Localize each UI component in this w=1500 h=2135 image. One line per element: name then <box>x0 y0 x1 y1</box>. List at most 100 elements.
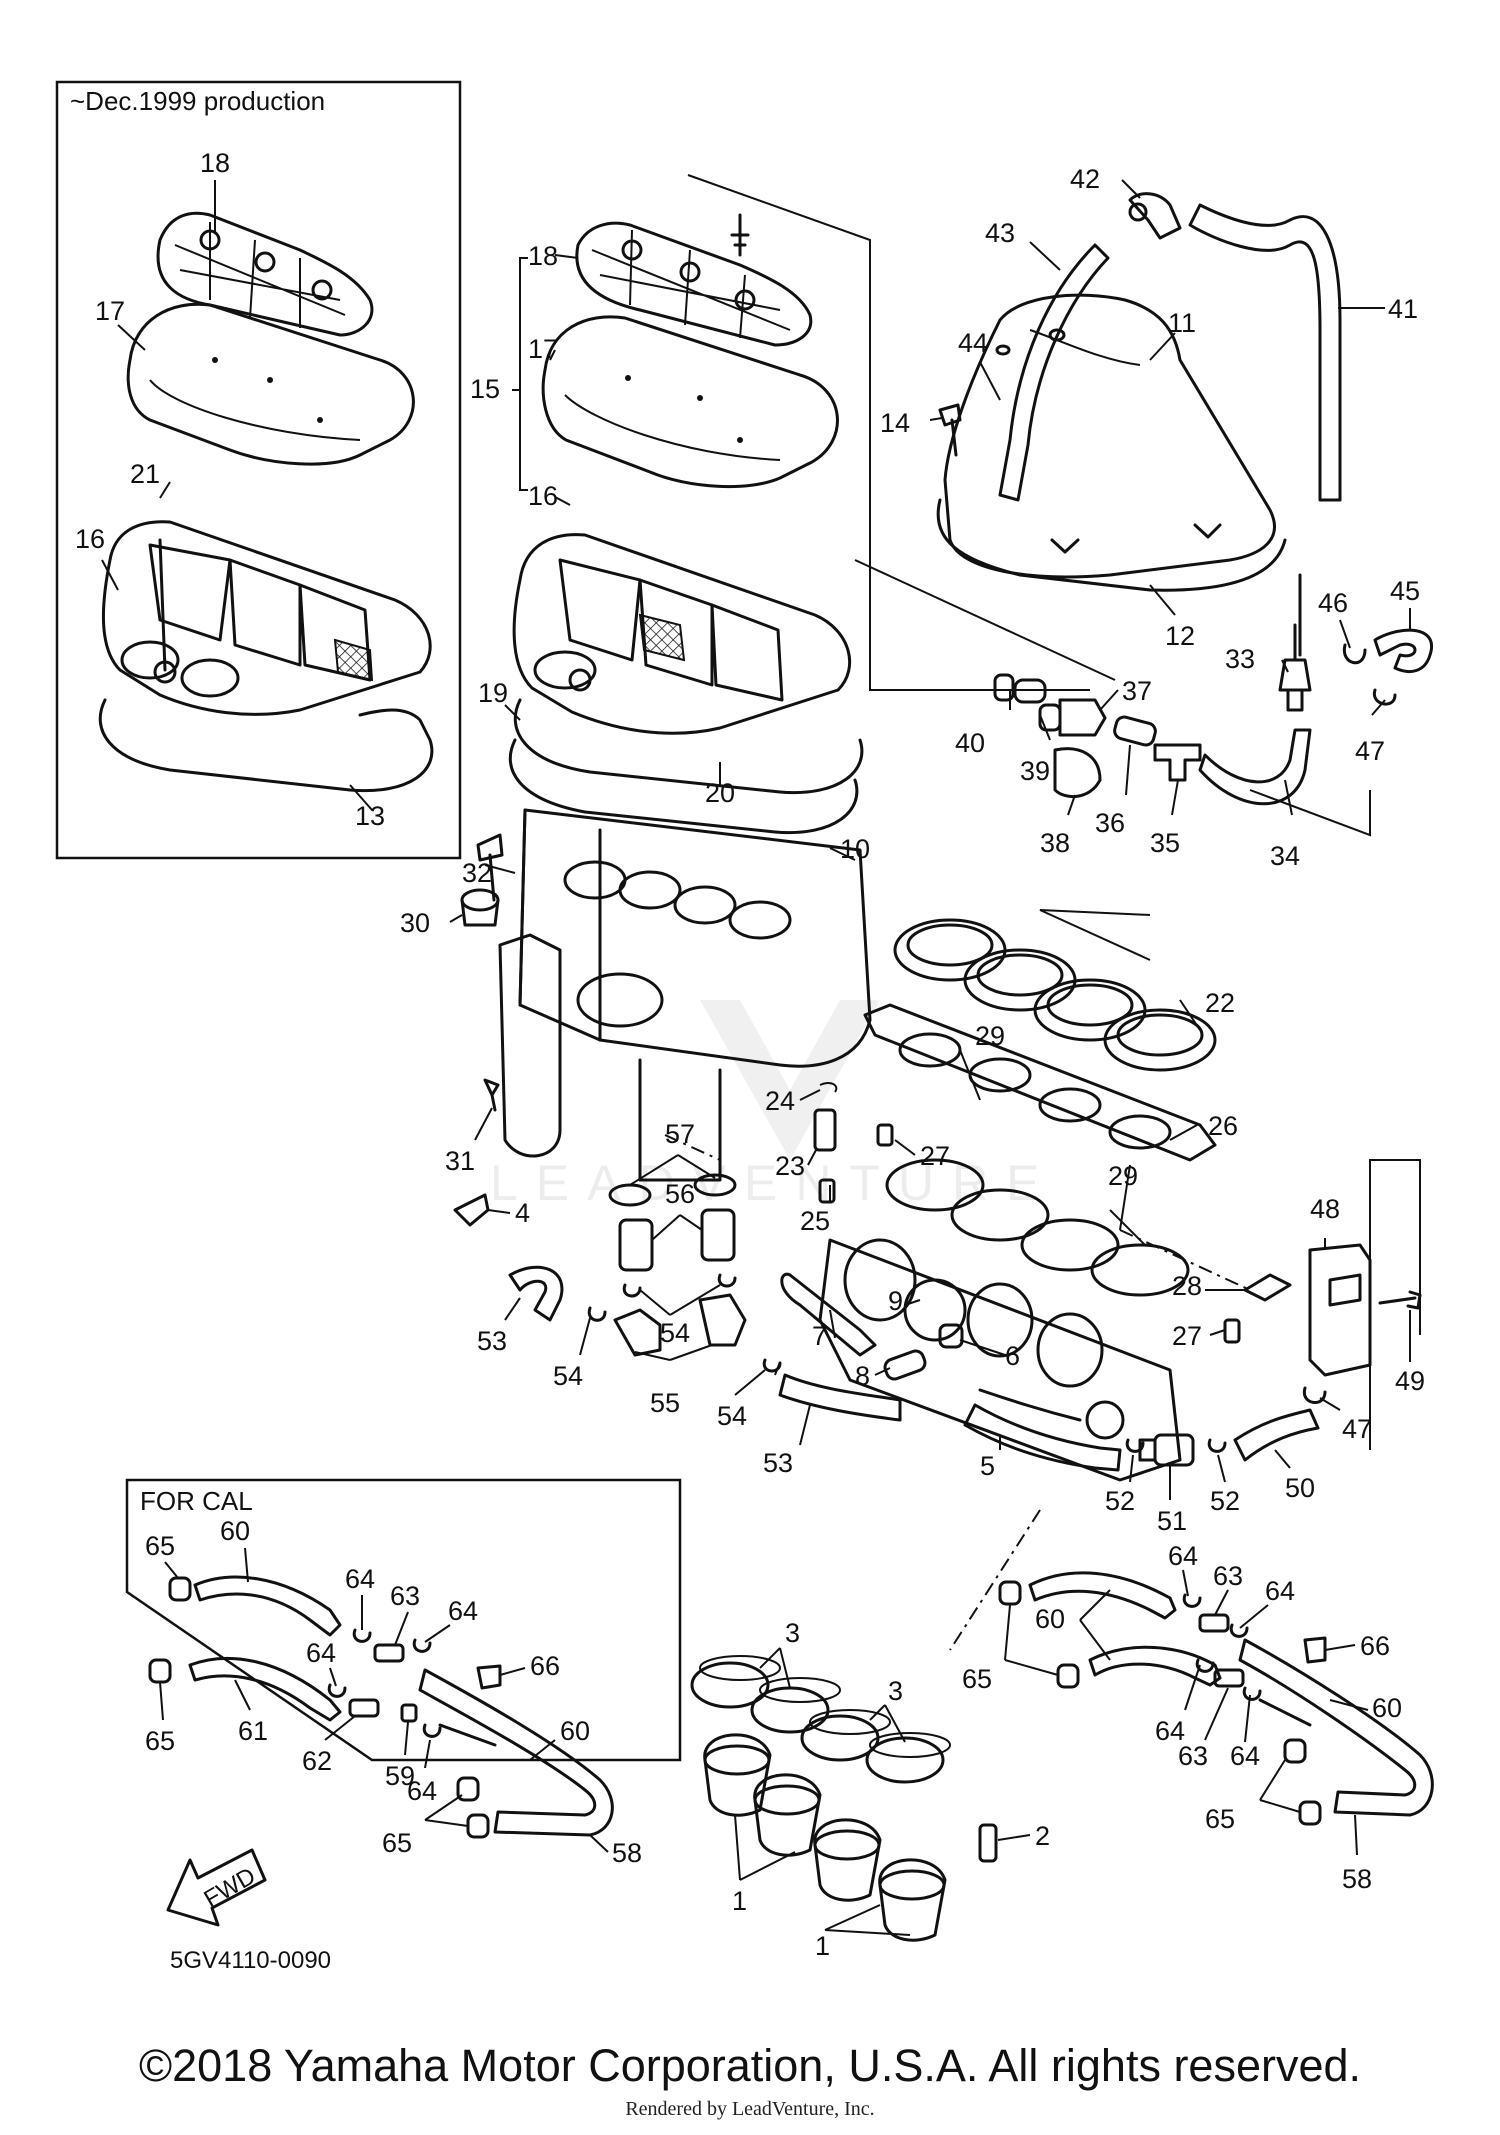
callout-c96: 58 <box>1342 1864 1372 1894</box>
inset-dec-1999-frame <box>55 80 462 860</box>
bolt-27-upper <box>876 1123 894 1147</box>
callout-c83: 1 <box>732 1886 747 1916</box>
right-hose-58 <box>1238 1638 1434 1817</box>
callout-labels: 18 17 21 16 13 18 17 15 16 19 20 42 43 1… <box>75 148 1425 1961</box>
inset-for-cal: FOR CAL FWD <box>125 1478 682 1927</box>
callout-c23: 37 <box>1122 676 1152 706</box>
callout-c74: 62 <box>302 1746 332 1776</box>
callout-c45: 48 <box>1310 1194 1340 1224</box>
hose-53-right <box>778 1373 902 1422</box>
callout-c76: 64 <box>407 1776 437 1806</box>
callout-c68: 63 <box>390 1581 420 1611</box>
callout-c14: 11 <box>1168 308 1196 338</box>
callout-c92: 60 <box>1372 1693 1402 1723</box>
cal-valve-63 <box>373 1643 405 1663</box>
hose-53-left <box>508 1265 564 1322</box>
tee-35 <box>1153 743 1202 782</box>
callout-c15: 41 <box>1388 294 1418 324</box>
callout-c67: 64 <box>345 1564 375 1594</box>
callout-c51: 54 <box>553 1361 583 1391</box>
bracket-15 <box>519 257 528 491</box>
hose-34 <box>1198 728 1312 806</box>
callout-c86: 63 <box>1213 1561 1243 1591</box>
hose-41 <box>1188 203 1342 502</box>
callout-c59: 53 <box>763 1448 793 1478</box>
callout-c18: 12 <box>1165 621 1195 651</box>
callout-c57: 54 <box>717 1401 747 1431</box>
callout-c84: 1 <box>815 1931 830 1961</box>
callout-c70: 66 <box>530 1651 560 1681</box>
filter-cage <box>575 221 813 347</box>
hose-8 <box>883 1349 927 1381</box>
callout-c81: 3 <box>888 1676 903 1706</box>
clip-47-upper <box>1372 688 1397 706</box>
callout-c43: 4 <box>515 1198 530 1228</box>
cal-hose-58 <box>418 1668 614 1837</box>
callout-c20: 46 <box>1318 588 1348 618</box>
cap-40 <box>993 673 1015 702</box>
fwd-label: FWD <box>199 1862 260 1913</box>
cal-joint-59 <box>400 1703 418 1723</box>
clip-31 <box>483 1078 500 1112</box>
inset-dec-1999: ~Dec.1999 production <box>55 80 462 860</box>
inset-for-cal-frame <box>125 1478 682 1762</box>
callout-c26: 36 <box>1095 808 1125 838</box>
callout-c50: 53 <box>477 1326 507 1356</box>
callout-c64: 50 <box>1285 1473 1315 1503</box>
callout-c87: 64 <box>1265 1576 1295 1606</box>
rendered-by-credit: Rendered by LeadVenture, Inc. <box>625 2098 875 2120</box>
bolt-49 <box>1378 1290 1422 1310</box>
callout-c1: 18 <box>200 148 230 178</box>
inset-for-cal-title: FOR CAL <box>140 1486 253 1516</box>
callout-c46: 28 <box>1172 1271 1202 1301</box>
fwd-arrow-icon: FWD <box>166 1848 267 1927</box>
callout-c6: 18 <box>528 241 558 271</box>
callout-c34: 22 <box>1205 988 1235 1018</box>
callout-c75: 59 <box>385 1761 415 1791</box>
callout-c77: 60 <box>560 1716 590 1746</box>
cal-hose-61 <box>188 1656 342 1722</box>
diagram-code: 5GV4110-0090 <box>170 1947 331 1974</box>
joint-42 <box>1128 192 1182 240</box>
callout-c28: 34 <box>1270 841 1300 871</box>
air-filter-element <box>541 315 839 489</box>
callout-c49: 49 <box>1395 1366 1425 1396</box>
cap-6 <box>938 1323 964 1349</box>
callout-c7: 17 <box>528 334 558 364</box>
callout-c37: 29 <box>975 1021 1005 1051</box>
callout-c36: 24 <box>765 1086 795 1116</box>
clamps-29 <box>885 1158 1190 1297</box>
bolt-27 <box>1223 1318 1241 1344</box>
callout-c24: 40 <box>955 728 985 758</box>
right-clip-66 <box>1303 1636 1327 1664</box>
callout-c2: 17 <box>95 296 125 326</box>
right-hose-60-top <box>1028 1571 1177 1620</box>
callout-c82: 2 <box>1035 1821 1050 1851</box>
bracket-28 <box>1243 1273 1292 1302</box>
callout-c65: 60 <box>220 1516 250 1546</box>
joint-33 <box>1278 573 1312 712</box>
cal-clip-66 <box>476 1664 502 1690</box>
fitting-55 <box>613 1293 747 1357</box>
plate-26 <box>863 1003 1217 1162</box>
callout-c35: 27 <box>920 1141 950 1171</box>
callout-c4: 16 <box>75 524 105 554</box>
joint-rubber-22 <box>893 918 1217 1072</box>
callout-c88: 60 <box>1035 1604 1065 1634</box>
callout-c63: 52 <box>1210 1486 1240 1516</box>
gaskets <box>508 698 864 835</box>
hose-5 <box>963 1403 1122 1472</box>
collar-23 <box>813 1108 837 1152</box>
callout-c21: 33 <box>1225 644 1255 674</box>
air-box <box>498 808 872 1182</box>
callout-c31: 10 <box>840 834 870 864</box>
bracket-4 <box>453 1193 490 1227</box>
valve-51 <box>1138 1433 1195 1467</box>
callout-c33: 31 <box>445 1146 475 1176</box>
callout-c56: 55 <box>650 1388 680 1418</box>
clip-47-lower <box>1302 1386 1327 1404</box>
joint-56 <box>618 1208 736 1272</box>
callout-c85: 64 <box>1168 1541 1198 1571</box>
